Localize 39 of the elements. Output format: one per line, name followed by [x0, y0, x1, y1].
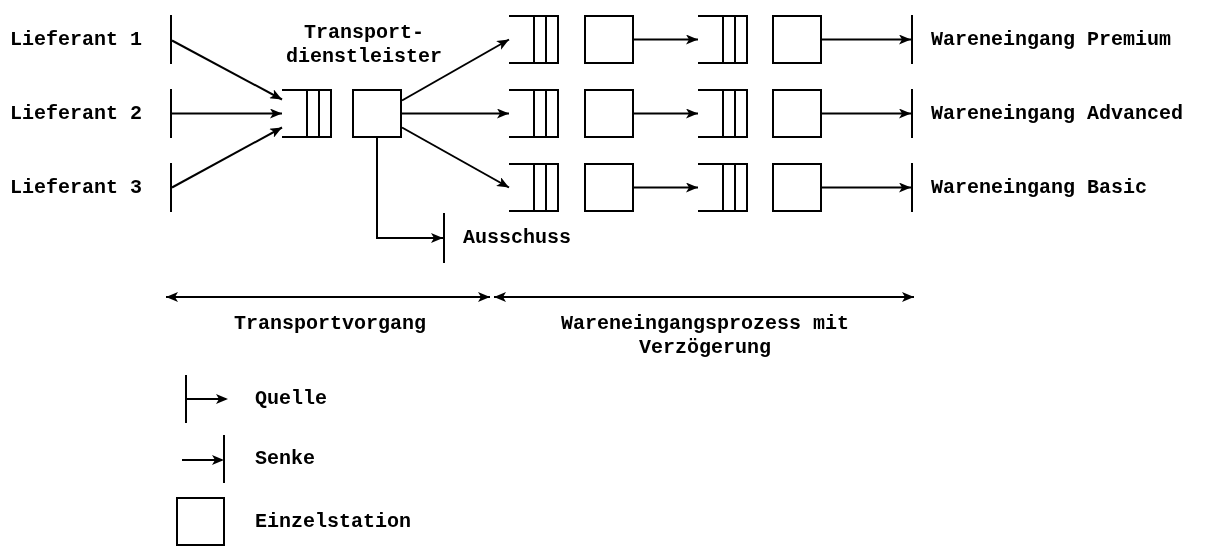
arrow [821, 108, 912, 119]
sink-label: Wareneingang Premium [911, 15, 1211, 64]
arrow [821, 182, 912, 193]
arrow [633, 182, 699, 193]
arrow [821, 34, 912, 45]
phase-label: Transportvorgang [233, 312, 427, 336]
station-box [772, 89, 822, 138]
station-box [584, 163, 634, 212]
sink-label: Ausschuss [443, 213, 593, 263]
queue-symbol [509, 89, 559, 138]
arrow [171, 39, 283, 101]
station-box [772, 163, 822, 212]
arrow [633, 108, 699, 119]
queue-symbol [698, 89, 748, 138]
arrow [401, 38, 510, 102]
source-label: Lieferant 1 [10, 15, 172, 64]
station-heading: Transport- dienstleister [285, 21, 443, 69]
station-box [584, 89, 634, 138]
station-box [584, 15, 634, 64]
queue-symbol [509, 15, 559, 64]
station-box [772, 15, 822, 64]
legend-label: Einzelstation [255, 509, 412, 534]
queue-symbol [698, 163, 748, 212]
legend-label: Quelle [255, 387, 327, 411]
source-label: Lieferant 3 [10, 163, 172, 212]
arrow [633, 34, 699, 45]
arrow [171, 126, 283, 189]
arrow [376, 137, 444, 243]
source-label: Lieferant 2 [10, 89, 172, 138]
sink-label: Wareneingang Advanced [911, 89, 1211, 138]
queue-symbol [282, 89, 332, 138]
queue-symbol [698, 15, 748, 64]
queue-symbol [509, 163, 559, 212]
sink-label: Wareneingang Basic [911, 163, 1211, 212]
arrow [401, 126, 510, 189]
arrow [401, 108, 510, 119]
legend-label: Senke [255, 447, 315, 471]
arrow [171, 108, 283, 119]
phase-label: Wareneingangsprozess mit Verzögerung [559, 312, 850, 360]
